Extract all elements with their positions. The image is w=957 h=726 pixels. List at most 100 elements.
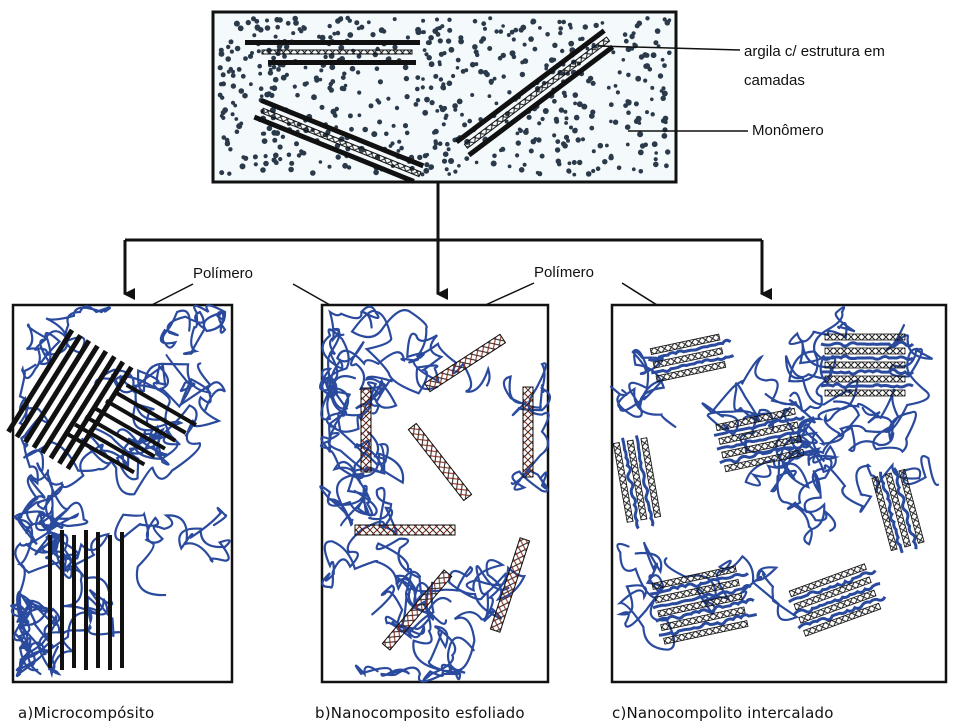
monomer-dot — [445, 142, 450, 147]
monomer-dot — [347, 165, 351, 169]
monomer-dot — [478, 69, 484, 75]
monomer-dot — [246, 20, 251, 25]
monomer-dot — [634, 119, 639, 124]
monomer-dot — [369, 103, 374, 108]
monomer-dot — [435, 18, 439, 22]
monomer-dot — [616, 90, 620, 94]
monomer-dot — [433, 139, 437, 143]
monomer-dot — [572, 173, 576, 177]
monomer-dot — [253, 154, 258, 159]
monomer-dot — [577, 160, 582, 165]
monomer-dot — [219, 82, 223, 86]
monomer-dot — [429, 85, 434, 90]
monomer-dot — [329, 82, 333, 86]
monomer-dot — [663, 17, 667, 21]
monomer-dot — [284, 44, 289, 49]
monomer-dot — [218, 65, 223, 70]
monomer-dot — [492, 154, 497, 159]
monomer-dot — [397, 140, 401, 144]
monomer-dot — [635, 76, 641, 82]
monomer-dot — [665, 149, 670, 154]
monomer-dot — [417, 155, 422, 160]
monomer-dot — [605, 144, 609, 148]
monomer-dot — [234, 117, 238, 121]
monomer-dot — [300, 150, 305, 155]
monomer-dot — [487, 46, 492, 51]
monomer-dot — [295, 93, 300, 98]
clay-label-line2: camadas — [744, 72, 805, 89]
monomer-dot — [378, 79, 383, 84]
monomer-dot — [460, 113, 464, 117]
monomer-dot — [512, 55, 517, 60]
monomer-dot — [231, 83, 236, 88]
monomer-dot — [552, 99, 557, 104]
monomer-dot — [559, 107, 564, 112]
monomer-dot — [332, 32, 336, 36]
monomer-dot — [564, 121, 568, 125]
monomer-dot — [515, 153, 519, 157]
monomer-dot — [580, 37, 584, 41]
monomer-dot — [288, 167, 294, 173]
monomer-dot — [622, 58, 626, 62]
monomer-dot — [397, 149, 401, 153]
monomer-dot — [274, 35, 278, 39]
monomer-dot — [518, 128, 523, 133]
monomer-dot — [438, 141, 443, 146]
monomer-dot — [421, 85, 425, 89]
monomer-dot — [377, 100, 381, 104]
monomer-dot — [448, 158, 454, 164]
monomer-dot — [424, 97, 430, 103]
monomer-dot — [354, 20, 359, 25]
monomer-dot — [583, 24, 588, 29]
monomer-dot — [221, 110, 226, 115]
monomer-dot — [527, 115, 532, 120]
monomer-dot — [415, 87, 420, 92]
polymer-label-left: Polímero — [193, 265, 253, 282]
panel-exfoliated — [320, 305, 550, 682]
monomer-dot — [278, 144, 283, 149]
monomer-dot — [442, 51, 446, 55]
monomer-dot — [650, 98, 654, 102]
monomer-dot — [569, 126, 573, 130]
monomer-dot — [336, 31, 341, 36]
monomer-dot — [294, 141, 299, 146]
monomer-dot — [293, 20, 299, 26]
monomer-dot — [614, 84, 618, 88]
monomer-dot — [479, 39, 484, 44]
monomer-dot — [591, 81, 596, 86]
monomer-dot — [530, 20, 535, 25]
monomer-dot — [519, 167, 525, 173]
monomer-dot — [231, 112, 235, 116]
monomer-dot — [442, 159, 447, 164]
monomer-dot — [319, 160, 323, 164]
monomer-dot — [572, 128, 578, 134]
monomer-dot — [225, 141, 230, 146]
monomer-dot — [661, 118, 666, 123]
monomer-dot — [270, 86, 274, 90]
monomer-dot — [281, 135, 285, 139]
monomer-dot — [626, 100, 632, 106]
monomer-dot — [609, 102, 614, 107]
monomer-dot — [336, 154, 341, 159]
monomer-dot — [489, 81, 493, 85]
monomer-dot — [251, 16, 256, 21]
clay-label: argila c/ estrutura em — [744, 43, 885, 60]
monomer-dot — [293, 85, 297, 89]
monomer-dot — [502, 74, 506, 78]
monomer-dot — [392, 45, 397, 50]
caption-intercalated: c)Nanocompolito intercalado — [612, 704, 834, 722]
monomer-dot — [447, 28, 452, 33]
monomer-dot — [320, 35, 326, 41]
monomer-dot — [429, 61, 435, 67]
monomer-dot — [424, 52, 428, 56]
monomer-dot — [501, 24, 505, 28]
monomer-dot — [572, 160, 577, 165]
monomer-dot — [651, 52, 657, 58]
monomer-dot — [634, 101, 639, 106]
monomer-dot — [491, 161, 497, 167]
monomer-dot — [319, 68, 323, 72]
monomer-dot — [231, 73, 236, 78]
monomer-dot — [428, 35, 434, 41]
monomer-dot — [537, 171, 542, 176]
monomer-dot — [446, 38, 451, 43]
